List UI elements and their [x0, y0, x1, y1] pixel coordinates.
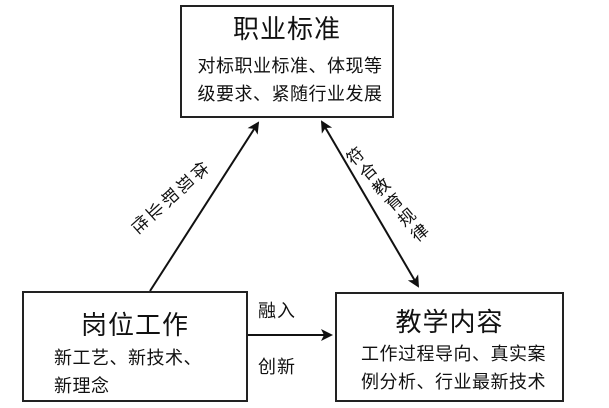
- arrow-left-to-top: [149, 121, 260, 292]
- node-post-work: 岗位工作 新工艺、新技术、 新理念: [22, 291, 248, 402]
- node-job-standard-title: 职业标准: [232, 15, 341, 45]
- node-teaching-content-title: 教学内容: [395, 308, 504, 338]
- node-post-work-desc: 新工艺、新技术、 新理念: [54, 348, 202, 397]
- edge-label-integrate: 融入: [258, 301, 296, 322]
- node-teaching-content-desc: 工作过程导向、真实案 例分析、行业最新技术: [361, 344, 546, 393]
- arrow-top-right-bidirectional: [320, 120, 420, 288]
- edge-label-innovate: 创新: [258, 357, 296, 378]
- node-post-work-title: 岗位工作: [80, 311, 189, 341]
- node-job-standard-desc: 对标职业标准、体现等 级要求、紧随行业发展: [197, 56, 383, 105]
- node-teaching-content: 教学内容 工作过程导向、真实案 例分析、行业最新技术: [335, 292, 564, 402]
- node-job-standard: 职业标准 对标职业标准、体现等 级要求、紧随行业发展: [180, 5, 394, 118]
